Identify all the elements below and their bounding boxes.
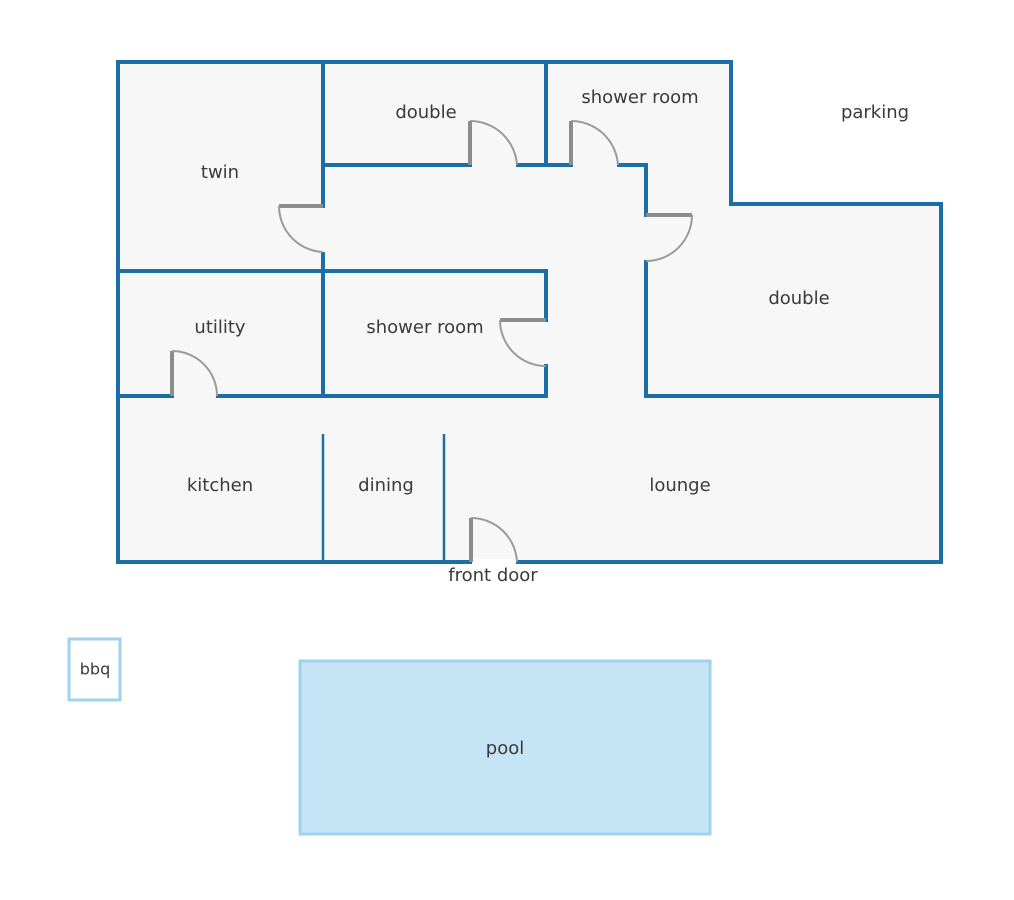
- door-double-top: [468, 119, 518, 166]
- area-label-parking: parking: [841, 102, 909, 123]
- label-front-door: front door: [448, 565, 538, 586]
- room-label-shower-room-top: shower room: [581, 87, 698, 108]
- room-label-dining: dining: [358, 475, 414, 496]
- room-label-double-right: double: [768, 288, 829, 309]
- room-label-lounge: lounge: [649, 475, 710, 496]
- room-label-double-top: double: [395, 102, 456, 123]
- door-utility: [170, 350, 218, 397]
- room-label-kitchen: kitchen: [187, 475, 253, 496]
- door-shower-room-mid: [499, 318, 547, 367]
- door-shower-room-top: [569, 119, 619, 166]
- outer-wall: [116, 60, 943, 564]
- label-pool: pool: [486, 738, 524, 759]
- room-label-twin: twin: [201, 162, 239, 183]
- pool-area: [298, 659, 712, 836]
- door-twin: [277, 204, 324, 253]
- room-label-shower-room-mid: shower room: [366, 317, 483, 338]
- bbq-box: [67, 637, 122, 702]
- room-label-utility: utility: [194, 317, 246, 338]
- door-double-right: [645, 213, 693, 262]
- interior-walls: [116, 60, 943, 562]
- label-bbq: bbq: [80, 660, 110, 679]
- door-front: [469, 516, 518, 563]
